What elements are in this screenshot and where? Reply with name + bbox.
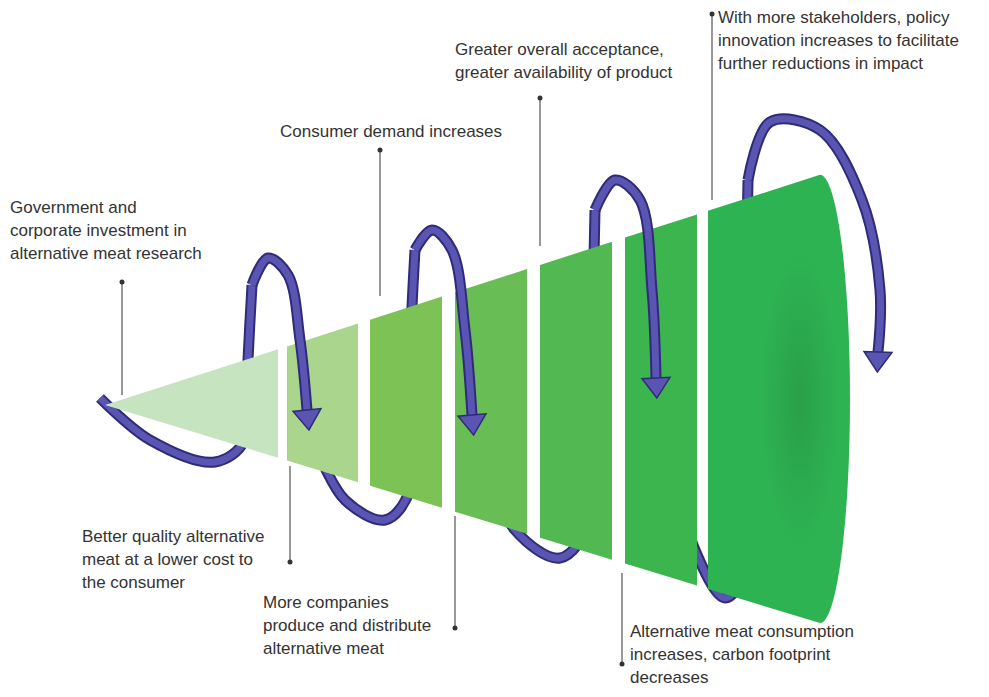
spiral-arrowhead xyxy=(864,352,892,372)
spiral-ribbon-outline xyxy=(415,230,472,415)
leader-dot xyxy=(620,662,625,667)
spiral-arrowhead xyxy=(293,409,321,430)
callout-label: Greater overall acceptance, greater avai… xyxy=(455,38,700,84)
leader-line xyxy=(712,14,713,200)
callout-box: Government and corporate investment in a… xyxy=(10,196,208,265)
leader-dot xyxy=(120,280,125,285)
spiral-ribbon-outline xyxy=(252,258,307,410)
cone-end xyxy=(708,175,850,623)
leader-line xyxy=(622,573,623,664)
callout-box: Consumer demand increases xyxy=(280,120,540,143)
spiral-ribbon xyxy=(595,180,656,378)
callout-label: More companies produce and distribute al… xyxy=(263,591,438,660)
cone-slice xyxy=(370,296,442,507)
callout-box: Alternative meat consumption increases, … xyxy=(630,620,875,689)
leader-line xyxy=(290,466,291,562)
callout-label: With more stakeholders, policy innovatio… xyxy=(718,6,980,75)
leader-line xyxy=(380,150,381,296)
leader-dot xyxy=(378,148,383,153)
callout-label: Government and corporate investment in a… xyxy=(10,196,208,265)
spiral-ribbon xyxy=(252,258,307,410)
leader-line xyxy=(455,516,456,628)
spiral-ribbon-outline xyxy=(595,180,656,378)
leader-dot xyxy=(453,626,458,631)
spiral-ribbon xyxy=(748,119,881,352)
callout-box: More companies produce and distribute al… xyxy=(263,591,438,660)
spiral-ribbon xyxy=(415,230,472,415)
spiral-front xyxy=(252,119,892,435)
leader-line xyxy=(122,282,123,395)
leader-line xyxy=(540,98,541,246)
cone-shade xyxy=(760,250,840,550)
cone-slice xyxy=(625,214,697,585)
callout-label: Consumer demand increases xyxy=(280,120,540,143)
spiral-ribbon-outline xyxy=(748,119,881,352)
spiral-arrowhead xyxy=(458,414,486,435)
cone-tip xyxy=(105,349,278,457)
callout-label: Better quality alternative meat at a low… xyxy=(82,525,274,594)
callout-box: With more stakeholders, policy innovatio… xyxy=(718,6,980,75)
spiral-arrowhead xyxy=(642,377,670,398)
leader-dot xyxy=(710,12,715,17)
callout-box: Better quality alternative meat at a low… xyxy=(82,525,274,594)
leader-dot xyxy=(538,96,543,101)
leader-dot xyxy=(288,560,293,565)
cone-slice xyxy=(540,242,612,560)
callout-label: Alternative meat consumption increases, … xyxy=(630,620,875,689)
callout-box: Greater overall acceptance, greater avai… xyxy=(455,38,700,84)
